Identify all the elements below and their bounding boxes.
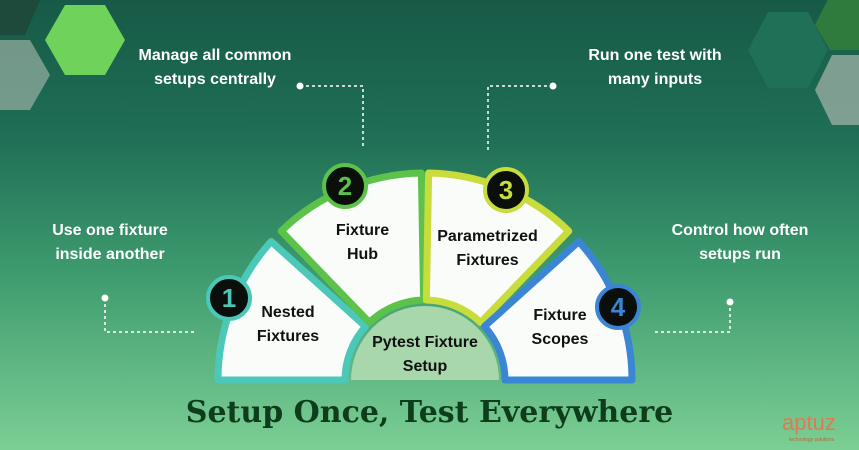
description-2: Manage all common setups centrally	[138, 47, 292, 88]
connector-dot	[726, 298, 734, 306]
logo-name: aptuz	[782, 410, 836, 435]
connector-line	[487, 85, 553, 150]
center-label: Pytest Fixture Setup	[372, 334, 478, 375]
connector-line	[104, 298, 195, 333]
connector-dot	[296, 82, 304, 90]
segment-1	[214, 237, 370, 384]
hexagon-decoration	[0, 0, 40, 35]
center-hub	[351, 306, 499, 380]
segment-2	[277, 169, 428, 326]
number-badge-4	[595, 284, 641, 330]
segment-4	[480, 237, 636, 384]
hexagon-decoration	[815, 55, 859, 125]
connector-dot	[101, 294, 109, 302]
main-title: Setup Once, Test Everywhere	[185, 395, 674, 430]
description-1: Use one fixture inside another	[52, 222, 168, 263]
hexagon-decoration	[45, 5, 125, 75]
description-4: Control how often setups run	[671, 222, 809, 263]
hexagon-decoration	[748, 12, 828, 88]
segment-label-1: Nested Fixtures	[256, 304, 320, 345]
number-badge-2	[322, 163, 368, 209]
number-badge-3	[483, 167, 529, 213]
segment-label-3: Parametrized Fixtures	[437, 228, 538, 269]
connector-line	[652, 302, 731, 333]
segment-label-4: Fixture Scopes	[531, 307, 589, 348]
description-3: Run one test with many inputs	[588, 47, 722, 88]
number-badge-text: 3	[499, 175, 513, 205]
number-badge-text: 1	[222, 283, 236, 313]
connector-dot	[549, 82, 557, 90]
hexagon-decoration	[815, 0, 859, 50]
number-badge-1	[206, 275, 252, 321]
segment-3	[422, 169, 573, 326]
segment-label-2: Fixture Hub	[335, 222, 390, 263]
logo-tagline: technology solutions	[789, 437, 835, 443]
number-badge-text: 2	[338, 171, 352, 201]
number-badge-text: 4	[611, 292, 626, 322]
connector-line	[300, 85, 364, 148]
hexagon-decoration	[0, 40, 50, 110]
